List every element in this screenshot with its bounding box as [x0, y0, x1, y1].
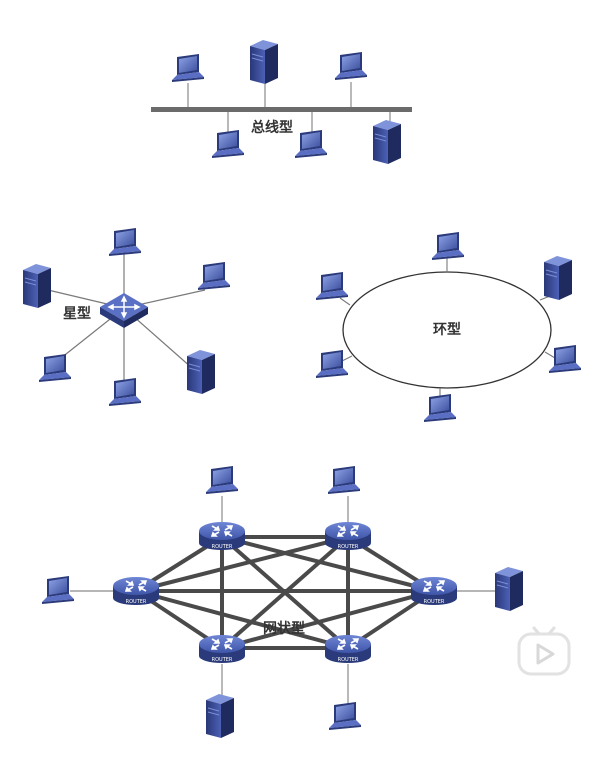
laptop-icon [198, 262, 230, 290]
laptop-icon [432, 232, 464, 260]
laptop-icon [424, 394, 456, 422]
router-label: ROUTER [338, 544, 359, 550]
laptop-icon [329, 702, 361, 730]
server-icon [186, 349, 216, 395]
ring-label: 环型 [433, 321, 461, 338]
laptop-icon [109, 228, 141, 256]
laptop-icon [42, 576, 74, 604]
router-icon: ROUTER [324, 521, 372, 551]
mesh-access-links [70, 496, 500, 706]
router-label: ROUTER [338, 657, 359, 663]
star-topology: 星型 [22, 228, 230, 406]
router-icon: ROUTER [198, 521, 246, 551]
laptop-icon [206, 466, 238, 494]
router-label: ROUTER [212, 544, 233, 550]
server-icon [372, 119, 402, 165]
laptop-icon [316, 350, 348, 378]
server-icon [22, 263, 52, 309]
laptop-icon [549, 345, 581, 373]
router-icon: ROUTER [112, 576, 160, 606]
laptop-icon [212, 130, 244, 158]
router-icon: ROUTER [410, 576, 458, 606]
bus-backbone [151, 107, 412, 112]
bus-links [187, 82, 391, 133]
mesh-topology: ROUTER ROUTER ROUTER ROUTER ROUTER ROUTE… [42, 466, 524, 739]
bus-label: 总线型 [251, 119, 293, 136]
server-icon [543, 255, 573, 301]
router-label: ROUTER [212, 657, 233, 663]
laptop-icon [335, 52, 367, 80]
bus-topology: 总线型 [151, 39, 412, 165]
mesh-label: 网状型 [263, 620, 305, 637]
server-icon [494, 566, 524, 612]
server-icon [205, 693, 235, 739]
laptop-icon [109, 378, 141, 406]
laptop-icon [316, 272, 348, 300]
server-icon [249, 39, 279, 85]
laptop-icon [39, 354, 71, 382]
laptop-icon [328, 466, 360, 494]
star-label: 星型 [63, 305, 91, 322]
laptop-icon [172, 54, 204, 82]
play-button[interactable] [516, 622, 572, 676]
ring-topology: 环型 [316, 232, 581, 422]
router-label: ROUTER [126, 599, 147, 605]
laptop-icon [295, 130, 327, 158]
play-icon [517, 626, 571, 676]
router-icon: ROUTER [324, 634, 372, 664]
router-icon: ROUTER [198, 634, 246, 664]
router-label: ROUTER [424, 599, 445, 605]
